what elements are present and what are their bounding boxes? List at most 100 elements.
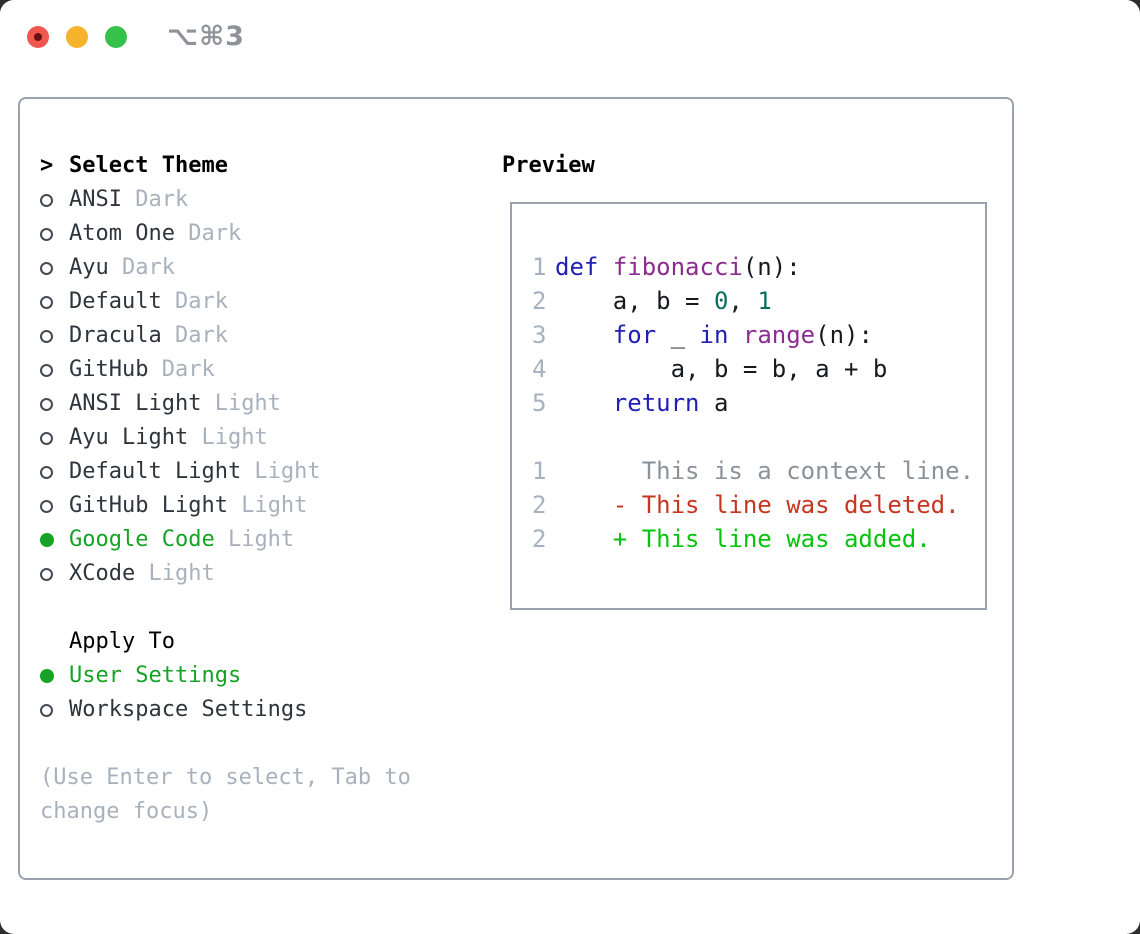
theme-option[interactable]: Atom One Dark	[40, 217, 490, 251]
radio-icon[interactable]	[40, 500, 53, 513]
line-number: 2	[532, 525, 547, 553]
theme-name: Ayu Light	[69, 425, 189, 450]
theme-name: Default	[69, 289, 162, 314]
apply-to-option[interactable]: User Settings	[40, 659, 490, 693]
line-number: 2	[532, 491, 547, 519]
theme-variant-tag: Light	[241, 459, 321, 484]
radio-icon[interactable]	[40, 364, 53, 377]
radio-icon[interactable]	[40, 398, 53, 411]
theme-option[interactable]: Dracula Dark	[40, 319, 490, 353]
theme-variant-tag: Dark	[121, 187, 189, 212]
diff-text: This is a context line.	[555, 457, 975, 485]
radio-gutter	[40, 523, 69, 557]
radio-gutter	[40, 659, 69, 693]
theme-name: GitHub	[69, 357, 149, 382]
window-title: ⌥⌘3	[167, 21, 245, 52]
theme-name: Atom One	[69, 221, 175, 246]
titlebar: ⌥⌘3	[0, 0, 1140, 97]
radio-selected-icon[interactable]	[40, 533, 54, 547]
close-button-icon[interactable]	[27, 26, 49, 48]
radio-gutter	[40, 387, 69, 421]
spacer	[40, 727, 490, 761]
preview-heading: Preview	[502, 153, 595, 178]
line-number: 5	[532, 389, 547, 417]
radio-gutter	[40, 455, 69, 489]
apply-to-heading-row: Apply To	[40, 625, 490, 659]
theme-option[interactable]: Ayu Light Light	[40, 421, 490, 455]
diff-line-deleted: 2 - This line was deleted.	[532, 488, 985, 522]
radio-icon[interactable]	[40, 432, 53, 445]
theme-option[interactable]: ANSI Light Light	[40, 387, 490, 421]
theme-variant-tag: Dark	[148, 357, 215, 382]
theme-variant-tag: Dark	[161, 323, 228, 348]
line-number: 1	[532, 253, 547, 281]
theme-name: ANSI Light	[69, 391, 202, 416]
help-text-line-1: (Use Enter to select, Tab to	[40, 765, 411, 790]
radio-icon[interactable]	[40, 704, 53, 717]
line-number: 3	[532, 321, 547, 349]
theme-option[interactable]: XCode Light	[40, 557, 490, 591]
theme-name: Ayu	[69, 255, 109, 280]
radio-icon[interactable]	[40, 262, 53, 275]
radio-icon[interactable]	[40, 194, 53, 207]
theme-variant-tag: Light	[227, 493, 308, 518]
minimize-button-icon[interactable]	[66, 26, 88, 48]
radio-gutter	[40, 353, 69, 387]
radio-icon[interactable]	[40, 466, 53, 479]
radio-gutter	[40, 319, 69, 353]
line-number: 1	[532, 457, 547, 485]
theme-option[interactable]: GitHub Dark	[40, 353, 490, 387]
theme-name: Dracula	[69, 323, 162, 348]
radio-icon[interactable]	[40, 228, 53, 241]
code-text: def fibonacci(n):	[555, 253, 801, 281]
code-line: 1 def fibonacci(n):	[532, 250, 985, 284]
radio-gutter	[40, 183, 69, 217]
radio-icon[interactable]	[40, 330, 53, 343]
traffic-lights	[27, 26, 127, 48]
focus-caret-icon: >	[40, 153, 54, 178]
theme-variant-tag: Light	[188, 425, 268, 450]
theme-option[interactable]: ANSI Dark	[40, 183, 490, 217]
zoom-button-icon[interactable]	[105, 26, 127, 48]
select-theme-heading: Select Theme	[69, 153, 228, 178]
theme-variant-tag: Dark	[108, 255, 175, 280]
radio-gutter	[40, 285, 69, 319]
theme-name: Default Light	[69, 459, 242, 484]
radio-gutter	[40, 557, 69, 591]
apply-to-label: User Settings	[69, 663, 242, 688]
theme-option[interactable]: GitHub Light Light	[40, 489, 490, 523]
spacer	[40, 591, 490, 625]
code-line: 2 a, b = 0, 1	[532, 284, 985, 318]
diff-text: + This line was added.	[555, 525, 931, 553]
theme-option[interactable]: Ayu Dark	[40, 251, 490, 285]
radio-gutter	[40, 421, 69, 455]
theme-variant-tag: Light	[201, 391, 281, 416]
code-line: 4 a, b = b, a + b	[532, 352, 985, 386]
radio-gutter	[40, 693, 69, 727]
theme-variant-tag: Dark	[174, 221, 242, 246]
radio-gutter	[40, 489, 69, 523]
radio-icon[interactable]	[40, 296, 53, 309]
theme-option[interactable]: Google Code Light	[40, 523, 490, 557]
theme-variant-tag: Light	[214, 527, 295, 552]
theme-option[interactable]: Default Light Light	[40, 455, 490, 489]
code-line: 3 for _ in range(n):	[532, 318, 985, 352]
theme-option[interactable]: Default Dark	[40, 285, 490, 319]
radio-icon[interactable]	[40, 568, 53, 581]
diff-text: - This line was deleted.	[555, 491, 960, 519]
diff-line-added: 2 + This line was added.	[532, 522, 985, 556]
theme-variant-tag: Dark	[161, 289, 228, 314]
line-number: 4	[532, 355, 547, 383]
line-number: 2	[532, 287, 547, 315]
radio-gutter	[40, 217, 69, 251]
code-line: 5 return a	[532, 386, 985, 420]
apply-to-label: Workspace Settings	[69, 697, 308, 722]
code-text: for _ in range(n):	[612, 321, 873, 349]
diff-line-context: 1 This is a context line.	[532, 454, 985, 488]
apply-to-option[interactable]: Workspace Settings	[40, 693, 490, 727]
radio-selected-icon[interactable]	[40, 669, 54, 683]
